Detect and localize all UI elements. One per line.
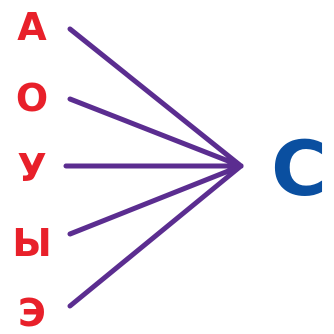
connector-lines [63, 26, 244, 309]
connector-line-a [67, 26, 244, 169]
vowel-label-y: Ы [12, 221, 51, 265]
consonant-label-s: С [271, 124, 327, 213]
vowel-label-o: О [16, 76, 48, 120]
vowel-label-u: У [17, 146, 46, 190]
connector-line-y [67, 163, 244, 237]
vowel-label-e: Э [18, 291, 46, 334]
connector-line-o [67, 96, 244, 169]
vowel-label-a: А [17, 5, 47, 49]
connector-line-e [67, 163, 244, 309]
